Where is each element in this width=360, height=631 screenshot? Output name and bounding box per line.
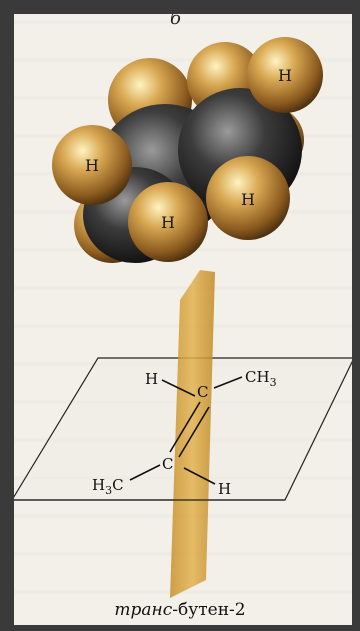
bond-h3c-c-bottom xyxy=(129,464,161,481)
double-bond-line-2 xyxy=(178,406,210,458)
group-h3c-bottom-left: H3C xyxy=(92,476,124,497)
svg-text:H: H xyxy=(161,213,175,232)
caption-prefix: транс xyxy=(114,600,173,620)
atom-h-top-left: H xyxy=(145,370,158,388)
structural-formula: H C CH3 C H3C H xyxy=(92,368,277,498)
atom-c-top: C xyxy=(197,383,208,401)
double-bond-line-1 xyxy=(169,401,201,453)
caption-name: -бутен-2 xyxy=(172,600,246,620)
space-filling-model: H H H H xyxy=(52,37,323,263)
panel-label: б xyxy=(170,8,181,29)
hydrogen-atom-front-bottom: H xyxy=(128,182,208,262)
svg-text:H: H xyxy=(241,190,255,209)
svg-text:H: H xyxy=(85,156,99,175)
hydrogen-atom-front-right: H xyxy=(206,156,290,240)
atom-h-bottom-right: H xyxy=(218,480,231,498)
svg-text:H: H xyxy=(278,66,292,85)
hydrogen-atom-front-right-top: H xyxy=(247,37,323,113)
hydrogen-atom-front-left: H xyxy=(52,125,132,205)
figure-caption: транс-бутен-2 xyxy=(0,600,360,620)
bond-c-h-bottom xyxy=(183,467,216,485)
group-ch3-top-right: CH3 xyxy=(245,368,277,389)
atom-c-bottom: C xyxy=(162,455,173,473)
bond-c-ch3-top xyxy=(213,376,243,389)
bond-h-c-top xyxy=(161,379,196,397)
